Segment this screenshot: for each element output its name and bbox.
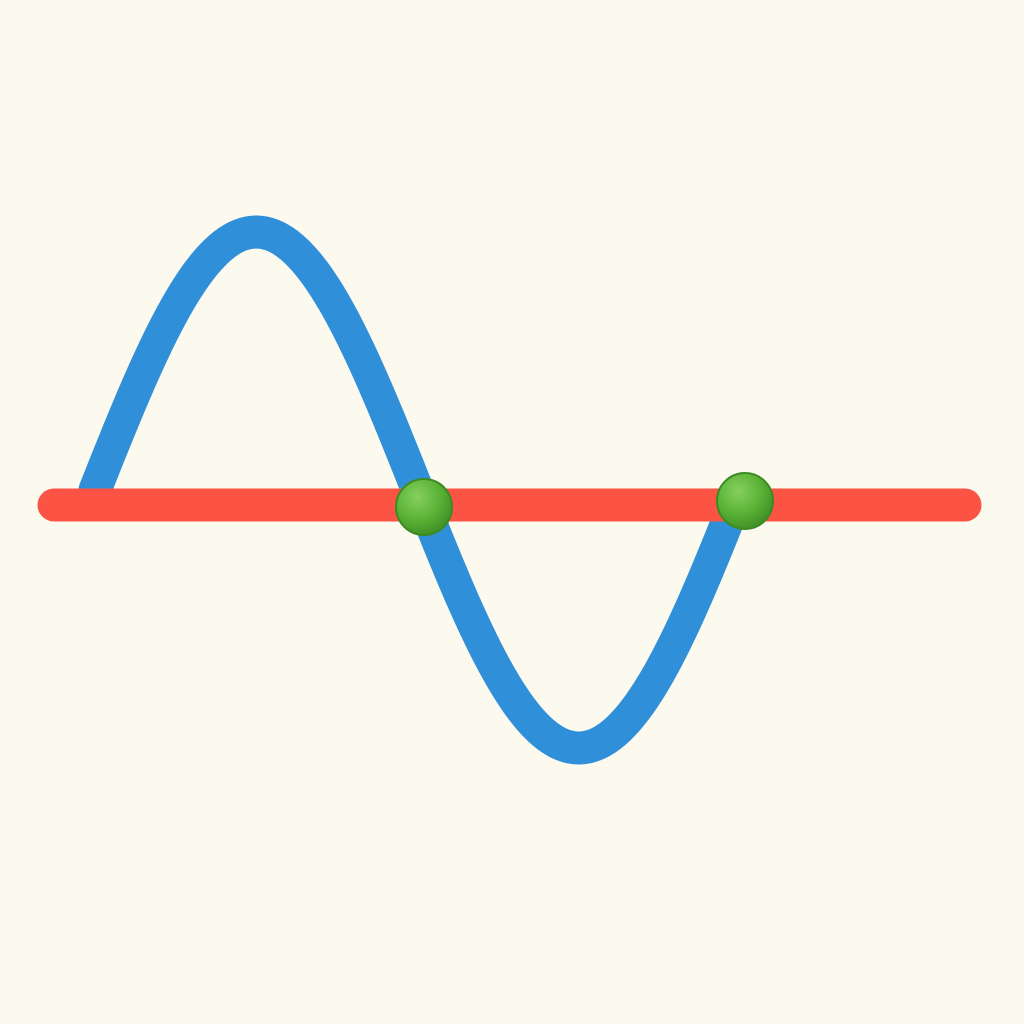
intersection-point-2 (716, 472, 774, 530)
intersection-points (395, 472, 774, 536)
intersection-point-1 (395, 478, 453, 536)
